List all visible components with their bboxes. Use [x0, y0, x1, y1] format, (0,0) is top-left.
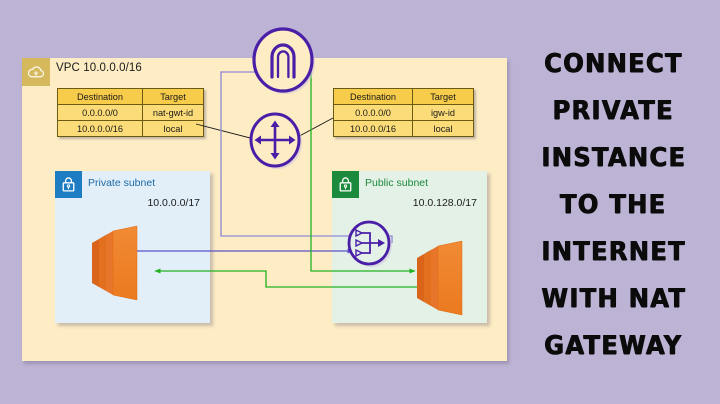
table-row: 0.0.0.0/0 nat-gwt-id — [57, 104, 204, 121]
cell-target: nat-gwt-id — [142, 104, 204, 121]
lock-icon — [332, 171, 359, 198]
private-subnet-cidr: 10.0.0.0/17 — [147, 197, 200, 209]
title-line-3: INSTANCE — [541, 142, 686, 173]
table-row: 0.0.0.0/0 igw-id — [333, 104, 474, 121]
cell-destination: 10.0.0.0/16 — [333, 120, 413, 137]
title-line-5: INTERNET — [541, 236, 686, 267]
cell-destination: 0.0.0.0/0 — [57, 104, 143, 121]
column-header-destination: Destination — [57, 88, 143, 105]
title-line-2: PRIVATE — [552, 95, 675, 126]
title-line-1: CONNECT — [544, 48, 683, 79]
cell-target: igw-id — [412, 104, 474, 121]
table-row: 10.0.0.0/16 local — [333, 120, 474, 137]
title-line-6: WITH NAT — [541, 283, 686, 314]
cell-destination: 0.0.0.0/0 — [333, 104, 413, 121]
public-subnet-title: Public subnet — [365, 177, 429, 189]
title-line-4: TO THE — [560, 189, 667, 220]
table-row: 10.0.0.0/16 local — [57, 120, 204, 137]
table-header-row: Destination Target — [333, 88, 474, 105]
cloud-icon — [22, 58, 50, 86]
column-header-target: Target — [412, 88, 474, 105]
column-header-destination: Destination — [333, 88, 413, 105]
lock-icon — [55, 171, 82, 198]
column-header-target: Target — [142, 88, 204, 105]
private-route-table: Destination Target 0.0.0.0/0 nat-gwt-id … — [57, 88, 204, 137]
public-route-table: Destination Target 0.0.0.0/0 igw-id 10.0… — [333, 88, 474, 137]
table-header-row: Destination Target — [57, 88, 204, 105]
vpc-label: VPC 10.0.0.0/16 — [56, 62, 142, 74]
public-subnet-cidr: 10.0.128.0/17 — [412, 197, 477, 209]
title-panel: CONNECT PRIVATE INSTANCE TO THE INTERNET… — [507, 0, 720, 404]
private-subnet-box: Private subnet 10.0.0.0/17 — [55, 171, 210, 323]
public-subnet-box: Public subnet 10.0.128.0/17 — [332, 171, 487, 323]
cell-target: local — [142, 120, 204, 137]
cell-destination: 10.0.0.0/16 — [57, 120, 143, 137]
cell-target: local — [412, 120, 474, 137]
private-subnet-title: Private subnet — [88, 177, 156, 189]
title-line-7: GATEWAY — [544, 330, 683, 361]
